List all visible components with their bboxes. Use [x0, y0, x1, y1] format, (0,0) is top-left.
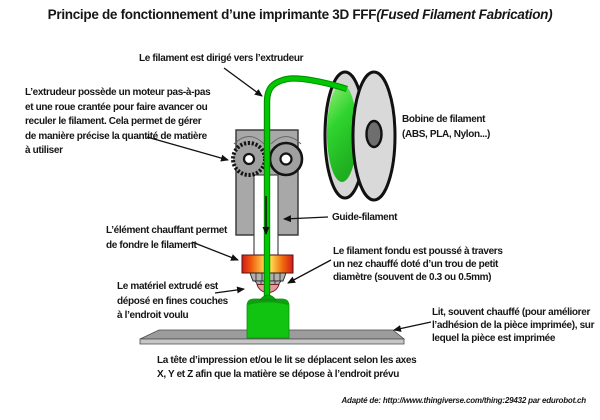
attribution-text: Adapté de: http://www.thingiverse.com/th… [341, 396, 586, 405]
label-bed: Lit, souvent chauffé (pour améliorer l’a… [432, 307, 595, 344]
arrow-extruder [146, 136, 229, 162]
label-guide-filament: Guide-filament [332, 212, 398, 223]
filament [263, 75, 348, 297]
filament-spool [323, 70, 397, 202]
label-molten: Le filament fondu est poussé à travers u… [333, 246, 503, 283]
arrow-heater [191, 241, 239, 261]
arrow-bed [393, 321, 432, 332]
arrow-molten [287, 259, 332, 284]
label-filament-directed: Le filament est dirigé vers l’extrudeur [139, 53, 304, 64]
printed-part [246, 298, 290, 339]
title-main: Principe de fonctionnement d’une imprima… [47, 7, 377, 22]
arrow-filament-directed [223, 67, 263, 97]
idler-wheel [268, 141, 304, 177]
page-title: Principe de fonctionnement d’une imprima… [0, 7, 600, 22]
label-extruder: L’extrudeur possède un moteur pas-à-pas … [25, 87, 211, 156]
arrow-guide-filament [283, 215, 329, 223]
molten-tip [259, 294, 277, 301]
label-movement: La tête d’impression et/ou le lit se dép… [157, 355, 417, 380]
label-heater: L’élément chauffant permet de fondre le … [106, 225, 227, 251]
label-bobine: Bobine de filament (ABS, PLA, Nylon...) [402, 114, 491, 140]
drive-gear-knurled [231, 141, 267, 177]
spool-filament-wound [327, 84, 357, 182]
spool-hub [365, 119, 383, 149]
body-arc-right [270, 136, 302, 145]
arrow-material [214, 286, 245, 294]
label-material: Le matériel extrudé est déposé en fines … [117, 281, 228, 321]
body-arc-left [233, 136, 265, 145]
callout-arrows [146, 67, 432, 332]
title-italic: (Fused Filament Fabrication) [376, 7, 553, 22]
